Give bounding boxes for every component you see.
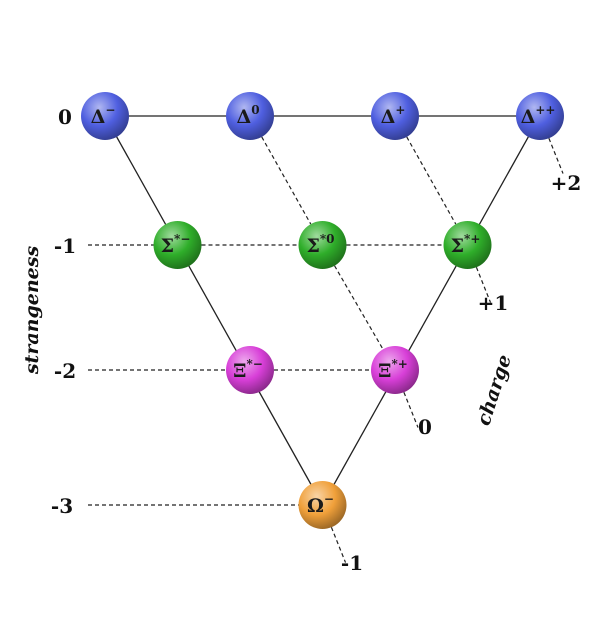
strangeness-level-label: -1 bbox=[54, 234, 76, 258]
particle-superscript: − bbox=[105, 103, 115, 117]
particle-node: Σ*0 bbox=[298, 221, 347, 269]
particle-ball bbox=[516, 92, 564, 140]
particle-symbol: Δ bbox=[521, 106, 536, 128]
particle-node: Σ*− bbox=[153, 221, 202, 269]
particle-superscript: 0 bbox=[251, 103, 259, 117]
particle-label: Δ++ bbox=[521, 103, 556, 128]
charge-guide-tail bbox=[548, 138, 564, 174]
charge-guide-line bbox=[261, 136, 312, 225]
particle-symbol: Ω bbox=[307, 495, 324, 517]
particle-ball bbox=[371, 92, 419, 140]
dashed-guide-lines bbox=[88, 136, 564, 563]
particle-node: Ξ*− bbox=[226, 346, 274, 394]
charge-guide-line bbox=[406, 136, 457, 225]
particle-ball bbox=[298, 481, 347, 529]
charge-guide-line bbox=[334, 265, 384, 350]
particle-symbol: Δ bbox=[236, 106, 251, 128]
charge-guide-tail bbox=[403, 392, 419, 428]
particle-label: Δ− bbox=[91, 103, 116, 128]
particle-node: Ω− bbox=[298, 481, 347, 529]
particle-ball bbox=[153, 221, 202, 269]
particle-label: Ξ*+ bbox=[378, 357, 408, 382]
particle-superscript: *+ bbox=[464, 232, 480, 246]
charge-value-label: +1 bbox=[478, 291, 509, 315]
charge-guide-tail bbox=[475, 267, 492, 303]
charge-value-label: -1 bbox=[341, 551, 363, 575]
particle-node: Ξ*+ bbox=[371, 346, 419, 394]
particle-ball bbox=[226, 346, 274, 394]
particle-symbol: Σ bbox=[306, 235, 319, 257]
particle-ball bbox=[371, 346, 419, 394]
charge-value-label: 0 bbox=[418, 415, 432, 439]
particle-label: Σ*− bbox=[161, 232, 191, 257]
particle-node: Δ+ bbox=[371, 92, 419, 140]
particle-node: Δ++ bbox=[516, 92, 564, 140]
particle-label: Σ*+ bbox=[451, 232, 481, 257]
particle-symbol: Ξ bbox=[233, 360, 246, 382]
particle-symbol: Ξ bbox=[378, 360, 391, 382]
charge-guide-tail bbox=[330, 527, 347, 563]
particle-ball bbox=[443, 221, 492, 269]
particle-node: Δ− bbox=[81, 92, 129, 140]
particle-superscript: *+ bbox=[392, 357, 408, 371]
particle-ball bbox=[298, 221, 347, 269]
charge-axis-title: charge bbox=[473, 352, 517, 428]
particle-node: Δ0 bbox=[226, 92, 274, 140]
triangle-edges bbox=[104, 115, 541, 506]
particle-superscript: + bbox=[395, 103, 405, 117]
triangle-right-edge bbox=[321, 115, 541, 506]
strangeness-level-label: 0 bbox=[58, 105, 72, 129]
particle-superscript: *0 bbox=[320, 232, 335, 246]
particle-node: Σ*+ bbox=[443, 221, 492, 269]
charge-value-label: +2 bbox=[551, 171, 582, 195]
particle-symbol: Σ bbox=[161, 235, 174, 257]
particle-label: Δ0 bbox=[236, 103, 259, 128]
strangeness-level-label: -2 bbox=[54, 359, 76, 383]
particle-label: Ω− bbox=[307, 492, 334, 517]
particle-symbol: Δ bbox=[381, 106, 396, 128]
particle-ball bbox=[81, 92, 129, 140]
strangeness-level-label: -3 bbox=[51, 494, 73, 518]
particle-label: Ξ*− bbox=[233, 357, 263, 382]
particle-label: Δ+ bbox=[381, 103, 406, 128]
particle-superscript: − bbox=[324, 492, 334, 506]
particle-symbol: Δ bbox=[91, 106, 106, 128]
particle-symbol: Σ bbox=[451, 235, 464, 257]
strangeness-axis-title: strangeness bbox=[21, 246, 43, 376]
particle-ball bbox=[226, 92, 274, 140]
particle-label: Σ*0 bbox=[306, 232, 334, 257]
particle-superscript: *− bbox=[174, 232, 190, 246]
particle-superscript: *− bbox=[247, 357, 263, 371]
particle-superscript: ++ bbox=[535, 103, 555, 117]
triangle-left-edge bbox=[104, 115, 324, 506]
